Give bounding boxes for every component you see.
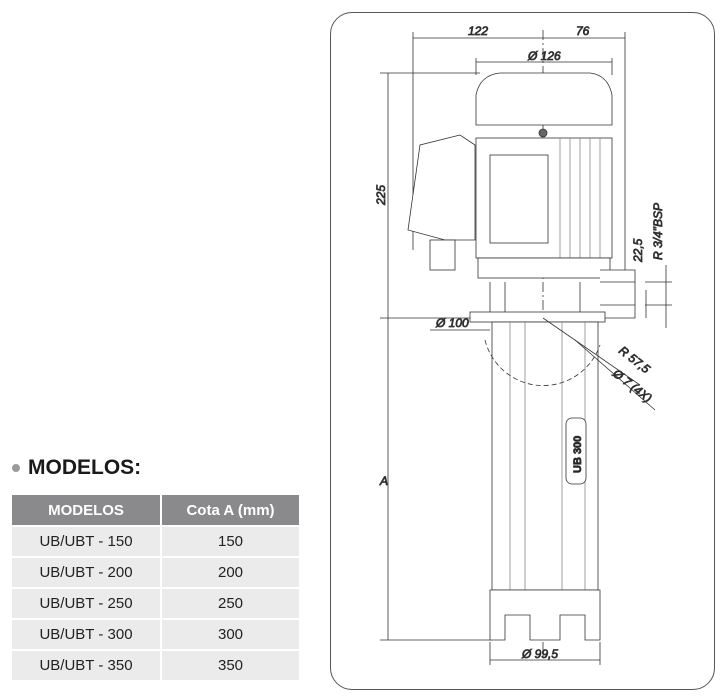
cell-cota: 300 [162,620,299,649]
dim-A: A [379,474,388,488]
outlet-pipe [600,269,636,319]
dim-22-5: 22,5 [631,238,645,263]
model-label-plate [565,417,587,485]
leader-line [574,339,656,411]
leader-line [542,317,641,386]
mounting-plate [469,311,606,323]
section-title-text: MODELOS: [28,456,142,479]
cell-model: UB/UBT - 350 [12,651,160,680]
dim-225: 225 [374,185,388,206]
pump-foot [489,589,601,641]
cell-cota: 200 [162,558,299,587]
header-modelos: MODELOS [12,495,160,525]
cell-model: UB/UBT - 300 [12,620,160,649]
cell-model: UB/UBT - 150 [12,527,160,556]
cable-gland [429,239,456,271]
dim-thread: R 3/4"BSP [651,203,665,260]
bullet-icon [12,464,20,472]
terminal-plate [489,154,549,244]
dim-76: 76 [576,24,590,38]
dim-flange-diameter: Ø 100 [435,316,469,330]
dim-122: 122 [468,24,488,38]
dim-holes: Ø 7 (4X) [609,366,654,406]
drawing-panel [330,12,715,690]
motor-flange [477,257,611,279]
motor-fan-cover [475,72,613,126]
section-title: MODELOS: [12,456,141,480]
model-label: UB 300 [572,436,584,473]
cell-cota: 350 [162,651,299,680]
header-cota-a: Cota A (mm) [162,495,299,525]
cell-model: UB/UBT - 200 [12,558,160,587]
cell-cota: 150 [162,527,299,556]
terminal-box [407,134,476,241]
screw-icon [538,128,548,138]
cell-cota: 250 [162,589,299,618]
table-header-row: MODELOS Cota A (mm) [12,495,299,525]
cell-model: UB/UBT - 250 [12,589,160,618]
dim-base-diameter: Ø 99,5 [521,647,558,661]
bolt-circle [484,339,601,386]
dim-126: Ø 126 [527,49,561,63]
